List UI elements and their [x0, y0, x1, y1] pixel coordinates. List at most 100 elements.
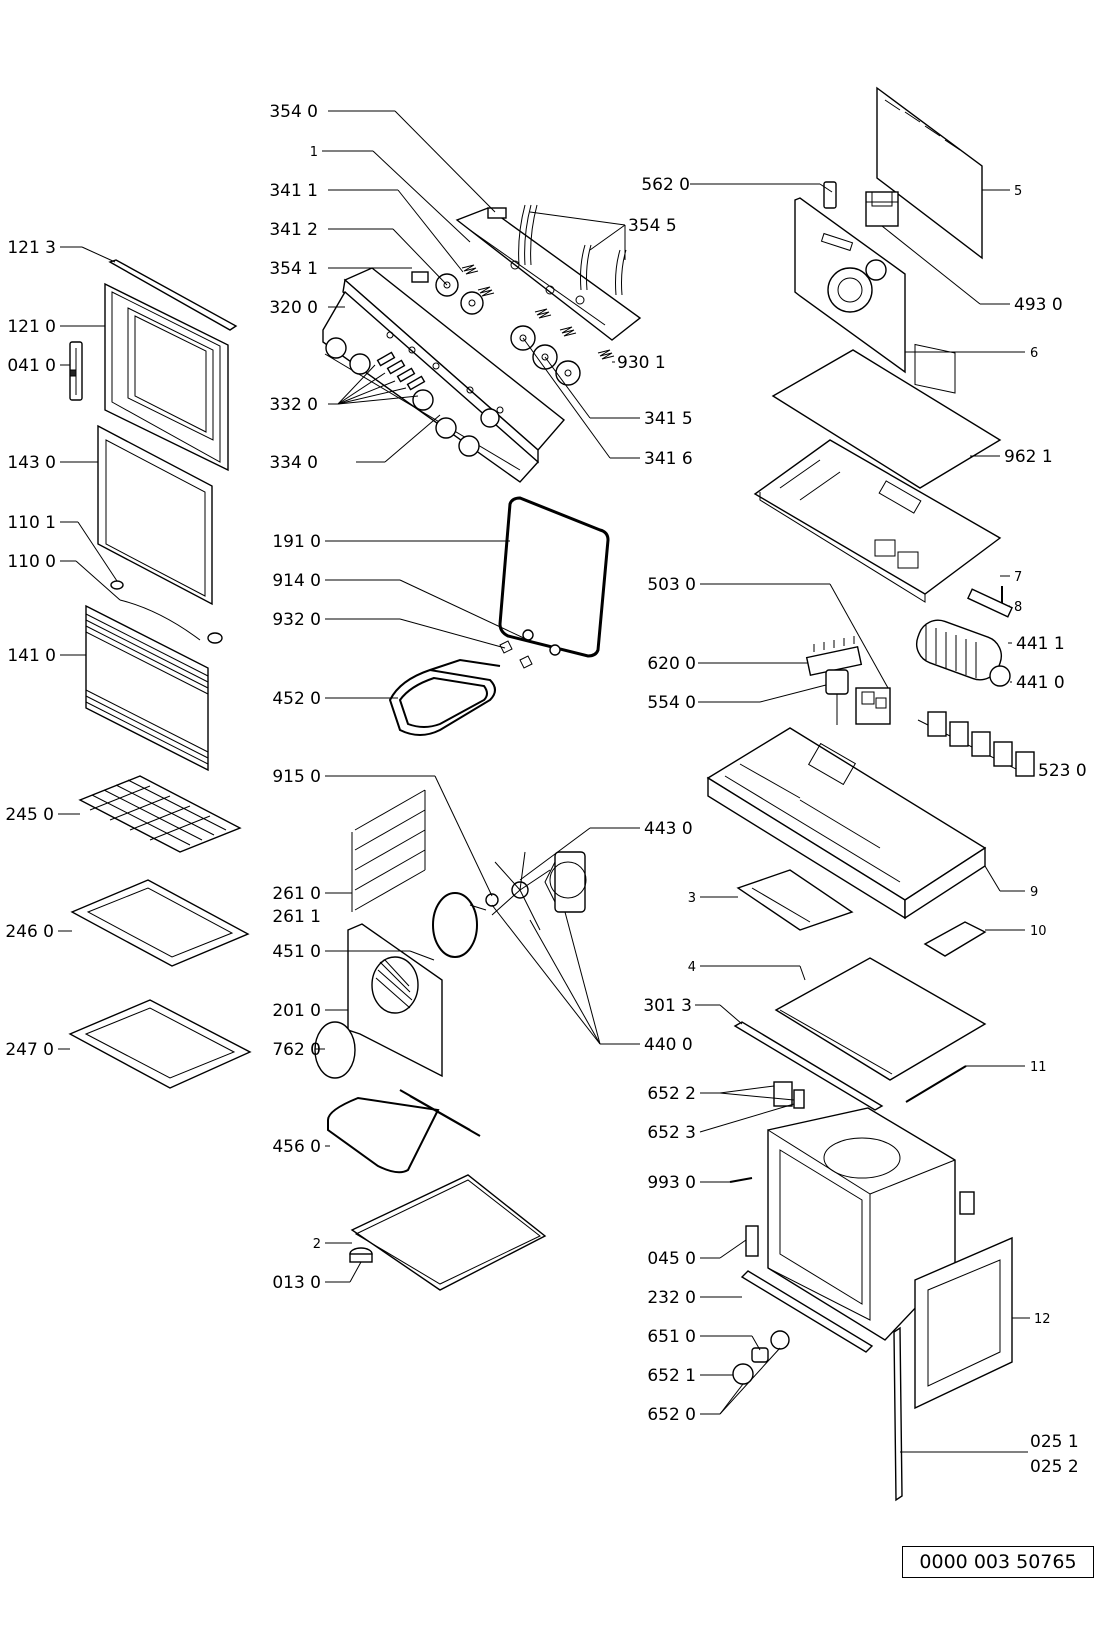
hinge-receiver — [959, 1191, 975, 1215]
label-441-0: 441 0 — [1016, 673, 1065, 693]
back-panel — [794, 197, 906, 374]
inner-door-frame — [97, 424, 213, 606]
baking-tray — [70, 879, 250, 967]
shelf-supports — [351, 789, 426, 912]
label-341-5: 341 5 — [644, 409, 693, 429]
fan-housing-strip — [967, 588, 1013, 618]
rear-panel — [347, 923, 443, 1078]
label-143-0: 143 0 — [7, 453, 56, 473]
label-013-0: 013 0 — [272, 1273, 321, 1293]
rod — [905, 1065, 967, 1103]
label-121-3: 121 3 — [7, 238, 56, 258]
label-6: 6 — [1030, 346, 1038, 361]
label-10: 10 — [1030, 924, 1047, 939]
thermostat — [825, 669, 849, 725]
label-651-0: 651 0 — [647, 1327, 696, 1347]
label-962-1: 962 1 — [1004, 447, 1053, 467]
bracket-10 — [923, 921, 987, 957]
label-4: 4 — [688, 960, 696, 975]
cover-plate — [314, 1021, 356, 1079]
control-panel-front — [322, 267, 566, 483]
front-rail — [740, 1270, 874, 1353]
label-341-2: 341 2 — [269, 220, 318, 240]
label-041-0: 041 0 — [7, 356, 56, 376]
label-354-5: 354 5 — [628, 216, 677, 236]
front-frame — [914, 1236, 1013, 1410]
door-switch — [773, 1081, 805, 1109]
lamp-assembly — [732, 1330, 790, 1385]
side-trim — [893, 1326, 903, 1502]
fan-nut — [485, 893, 499, 907]
label-025-2: 025 2 — [1030, 1457, 1079, 1477]
label-652-0: 652 0 — [647, 1405, 696, 1425]
label-341-6: 341 6 — [644, 449, 693, 469]
label-341-1: 341 1 — [269, 181, 318, 201]
screw — [729, 1177, 753, 1183]
label-930-1: 930 1 — [617, 353, 666, 373]
grill-element — [388, 658, 501, 736]
deflector — [736, 869, 854, 931]
label-354-1: 354 1 — [269, 259, 318, 279]
part-labels: 354 0 1 341 1 341 2 354 1 320 0 332 0 33… — [5, 102, 1086, 1477]
label-762-0: 762 0 — [272, 1040, 321, 1060]
label-121-0: 121 0 — [7, 317, 56, 337]
label-914-0: 914 0 — [272, 571, 321, 591]
label-915-0: 915 0 — [272, 767, 321, 787]
drawing-number: 0000 003 50765 — [902, 1546, 1094, 1578]
label-232-0: 232 0 — [647, 1288, 696, 1308]
label-9: 9 — [1030, 885, 1038, 900]
label-451-0: 451 0 — [272, 942, 321, 962]
insulation-sheet — [771, 349, 1002, 489]
label-334-0: 334 0 — [269, 453, 318, 473]
label-7: 7 — [1014, 570, 1022, 585]
baking-tray-2 — [68, 999, 252, 1089]
control-buttons — [376, 271, 429, 391]
label-141-0: 141 0 — [7, 646, 56, 666]
label-261-1: 261 1 — [272, 907, 321, 927]
lower-element — [327, 1089, 481, 1174]
label-493-0: 493 0 — [1014, 295, 1063, 315]
leader-lines — [58, 110, 1030, 1453]
label-440-0: 440 0 — [644, 1035, 693, 1055]
fan-blade — [491, 851, 551, 931]
label-201-0: 201 0 — [272, 1001, 321, 1021]
label-025-1: 025 1 — [1030, 1432, 1079, 1452]
label-523-0: 523 0 — [1038, 761, 1087, 781]
label-993-0: 993 0 — [647, 1173, 696, 1193]
label-301-3: 301 3 — [643, 996, 692, 1016]
label-652-2: 652 2 — [647, 1084, 696, 1104]
switch-springs — [461, 264, 615, 360]
label-652-1: 652 1 — [647, 1366, 696, 1386]
label-245-0: 245 0 — [5, 805, 54, 825]
foot — [349, 1247, 373, 1263]
label-320-0: 320 0 — [269, 298, 318, 318]
label-332-0: 332 0 — [269, 395, 318, 415]
label-554-0: 554 0 — [647, 693, 696, 713]
circular-element — [432, 892, 487, 958]
bracket-045 — [745, 1225, 759, 1257]
cooling-fan — [916, 619, 1011, 687]
door-seal — [498, 496, 610, 658]
door-strip — [108, 259, 238, 331]
side-plate — [774, 957, 987, 1081]
label-652-3: 652 3 — [647, 1123, 696, 1143]
label-11: 11 — [1030, 1060, 1047, 1075]
bracket — [823, 181, 837, 209]
wiring-harness — [518, 204, 627, 296]
label-3: 3 — [688, 891, 696, 906]
door-glass — [85, 604, 209, 772]
label-1: 1 — [310, 145, 318, 160]
label-562-0: 562 0 — [641, 175, 690, 195]
top-plate — [753, 439, 1002, 603]
lower-chassis — [706, 727, 987, 920]
label-5: 5 — [1014, 184, 1022, 199]
relay-set — [917, 711, 1035, 777]
rear-back-panel — [876, 86, 983, 394]
element-clips — [499, 629, 561, 669]
label-246-0: 246 0 — [5, 922, 54, 942]
relay-block — [855, 687, 891, 725]
door-hinge — [69, 341, 83, 401]
bottom-plate — [350, 1174, 547, 1291]
label-354-0: 354 0 — [269, 102, 318, 122]
